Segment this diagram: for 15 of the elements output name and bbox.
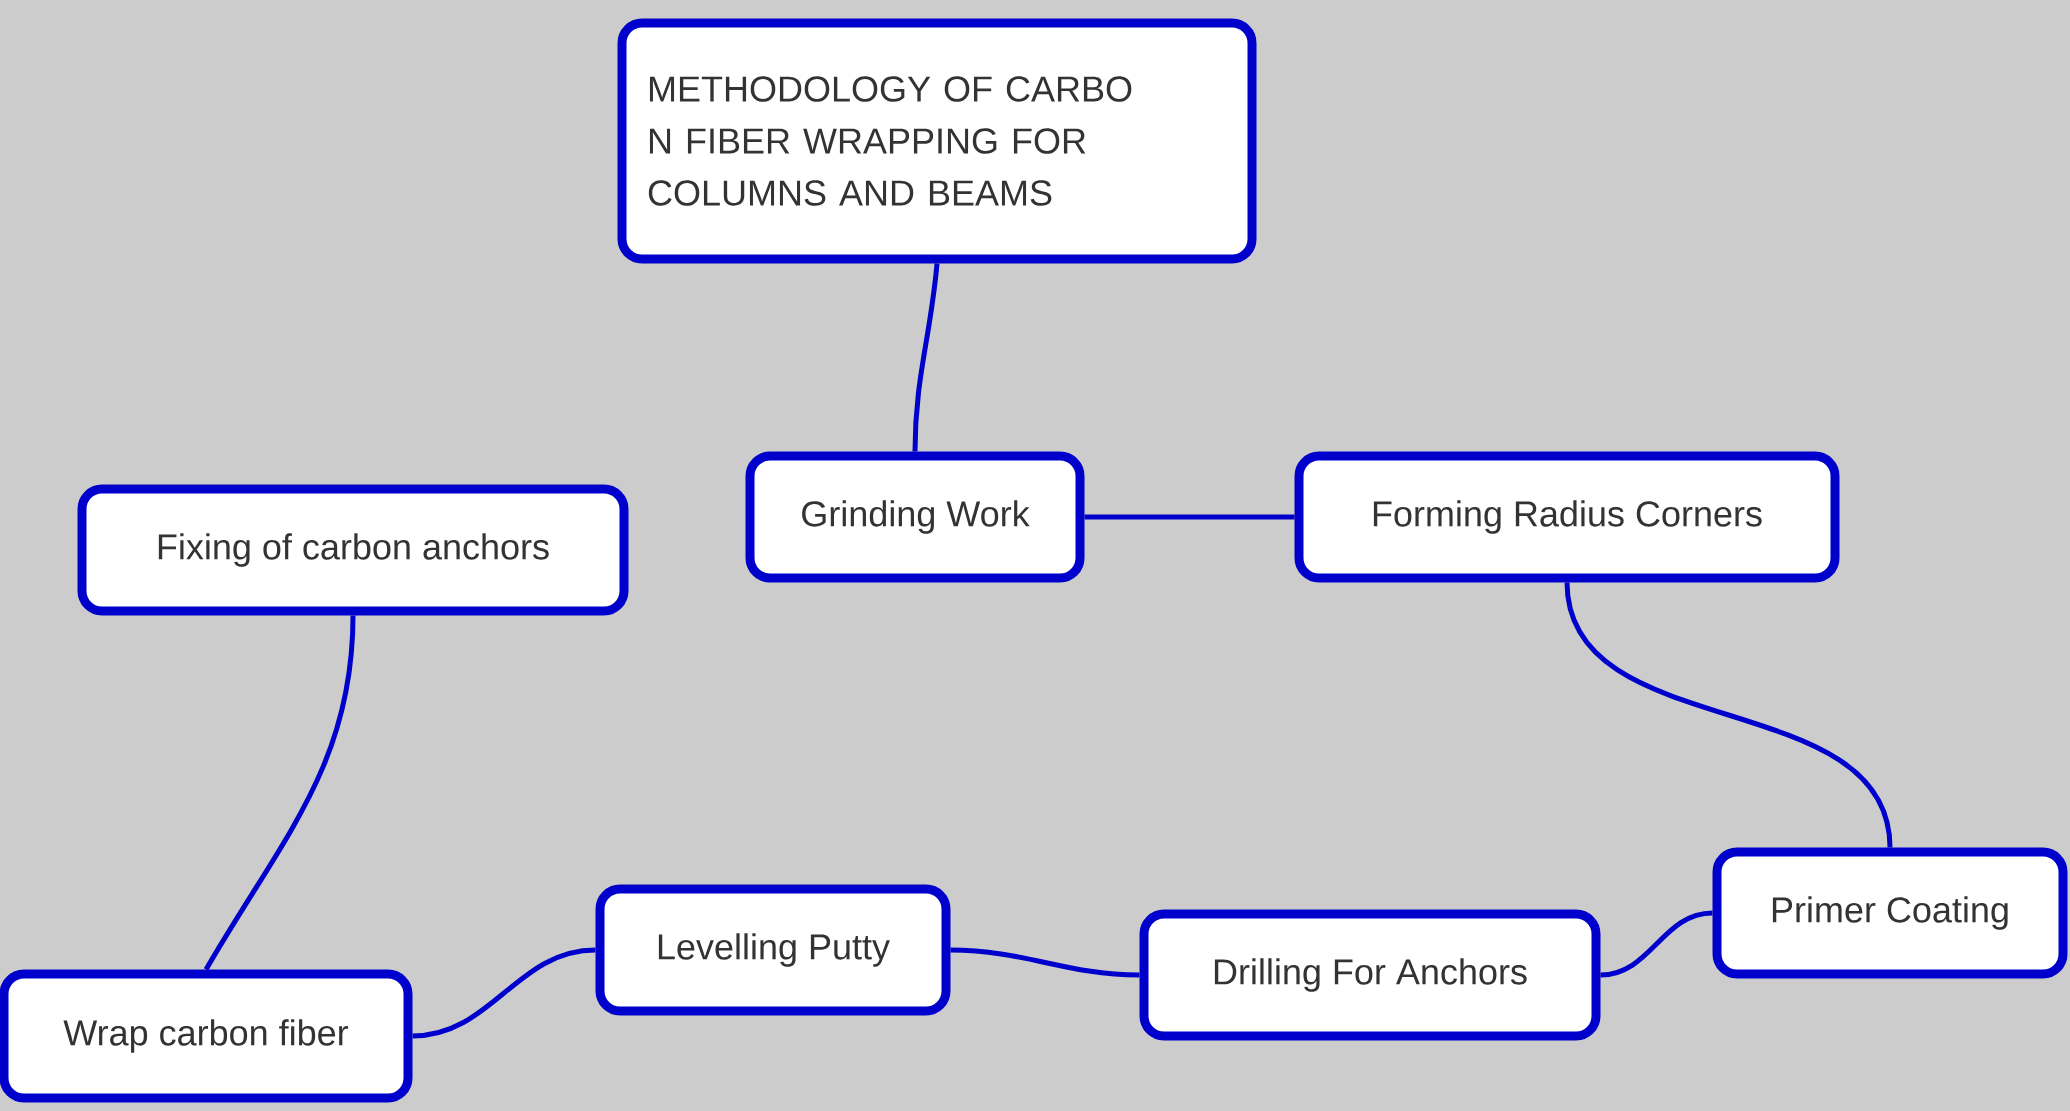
connector-line — [950, 947, 1140, 978]
connector-line — [1564, 582, 1893, 848]
process-box: Primer Coating — [1712, 847, 2068, 979]
connector-line — [412, 947, 596, 1039]
process-box: Drilling For Anchors — [1139, 909, 1601, 1041]
connector-line — [912, 263, 940, 452]
process-box: Forming Radius Corners — [1294, 451, 1840, 583]
title-box: METHODOLOGY OF CARBO N FIBER WRAPPING FOR COLUMNS AND BEAMS — [617, 18, 1257, 264]
connector-line — [1084, 514, 1295, 520]
process-box: Wrap carbon fiber — [0, 969, 413, 1103]
connector-line — [1600, 910, 1713, 978]
connector-line — [203, 615, 356, 971]
process-box: Fixing of carbon anchors — [77, 484, 629, 616]
process-box: Grinding Work — [745, 451, 1085, 583]
process-box: Levelling Putty — [595, 884, 951, 1016]
